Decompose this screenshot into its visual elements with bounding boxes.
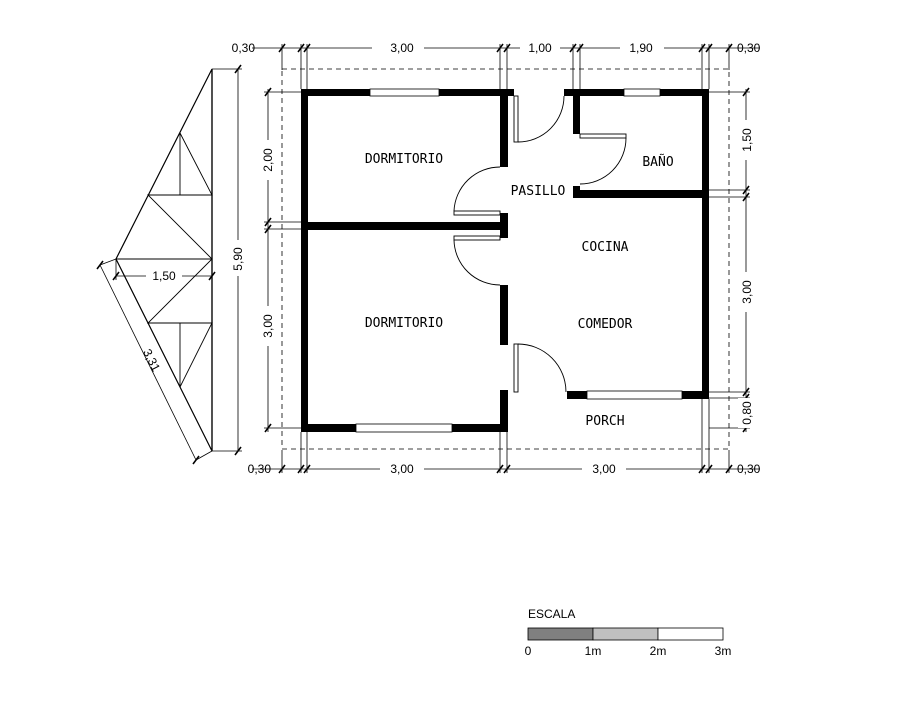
roof-dimensions: 5,90 1,50 3,31 (140, 240, 246, 374)
room-porch: PORCH (585, 414, 624, 429)
dimensions-left: 2,00 3,00 (260, 140, 276, 346)
room-comedor: COMEDOR (578, 317, 633, 332)
dim-right-bano: 1,50 (740, 128, 754, 152)
room-labels: DORMITORIO DORMITORIO PASILLO BAÑO COCIN… (365, 152, 674, 429)
dim-top-overhang-left: 0,30 (232, 41, 256, 55)
dim-top-bano: 1,90 (629, 41, 653, 55)
roof-height-label: 5,90 (231, 247, 245, 271)
dim-bottom-right: 3,00 (592, 462, 616, 476)
dim-bottom-overhang-right: 0,30 (737, 462, 761, 476)
dim-right-cocina: 3,00 (740, 280, 754, 304)
roof-width-label: 1,50 (152, 269, 176, 283)
dim-left-bottom: 3,00 (261, 314, 275, 338)
room-pasillo: PASILLO (511, 184, 566, 199)
windows (355, 88, 683, 433)
dimensions-right: 1,50 3,00 0,80 (738, 120, 754, 428)
dimensions-top: 0,30 3,00 1,00 1,90 0,30 (232, 40, 761, 55)
scale-segment-1 (527, 627, 594, 641)
dim-top-dormitorio: 3,00 (390, 41, 414, 55)
dim-bottom-overhang-left: 0,30 (248, 462, 272, 476)
scale-title: ESCALA (528, 607, 575, 621)
scale-bar: ESCALA 0 1m 2m 3m (525, 607, 732, 658)
scale-tick-3: 3m (715, 644, 732, 658)
scale-segment-2 (592, 627, 659, 641)
scale-tick-0: 0 (525, 644, 532, 658)
roof-truss (99, 68, 242, 461)
dim-bottom-left: 3,00 (390, 462, 414, 476)
roof-slope-label: 3,31 (140, 347, 163, 374)
room-bano: BAÑO (642, 154, 673, 170)
scale-segment-3 (657, 627, 724, 641)
dim-top-pasillo: 1,00 (528, 41, 552, 55)
room-dormitorio-bottom: DORMITORIO (365, 316, 443, 331)
walls (301, 89, 709, 432)
dimensions-bottom: 0,30 3,00 3,00 0,30 (248, 462, 761, 476)
scale-tick-1: 1m (585, 644, 602, 658)
doors (453, 95, 627, 393)
room-cocina: COCINA (582, 240, 629, 255)
dim-left-top: 2,00 (261, 148, 275, 172)
dim-top-overhang-right: 0,30 (737, 41, 761, 55)
dim-right-porch: 0,80 (740, 401, 754, 425)
scale-tick-2: 2m (650, 644, 667, 658)
room-dormitorio-top: DORMITORIO (365, 152, 443, 167)
